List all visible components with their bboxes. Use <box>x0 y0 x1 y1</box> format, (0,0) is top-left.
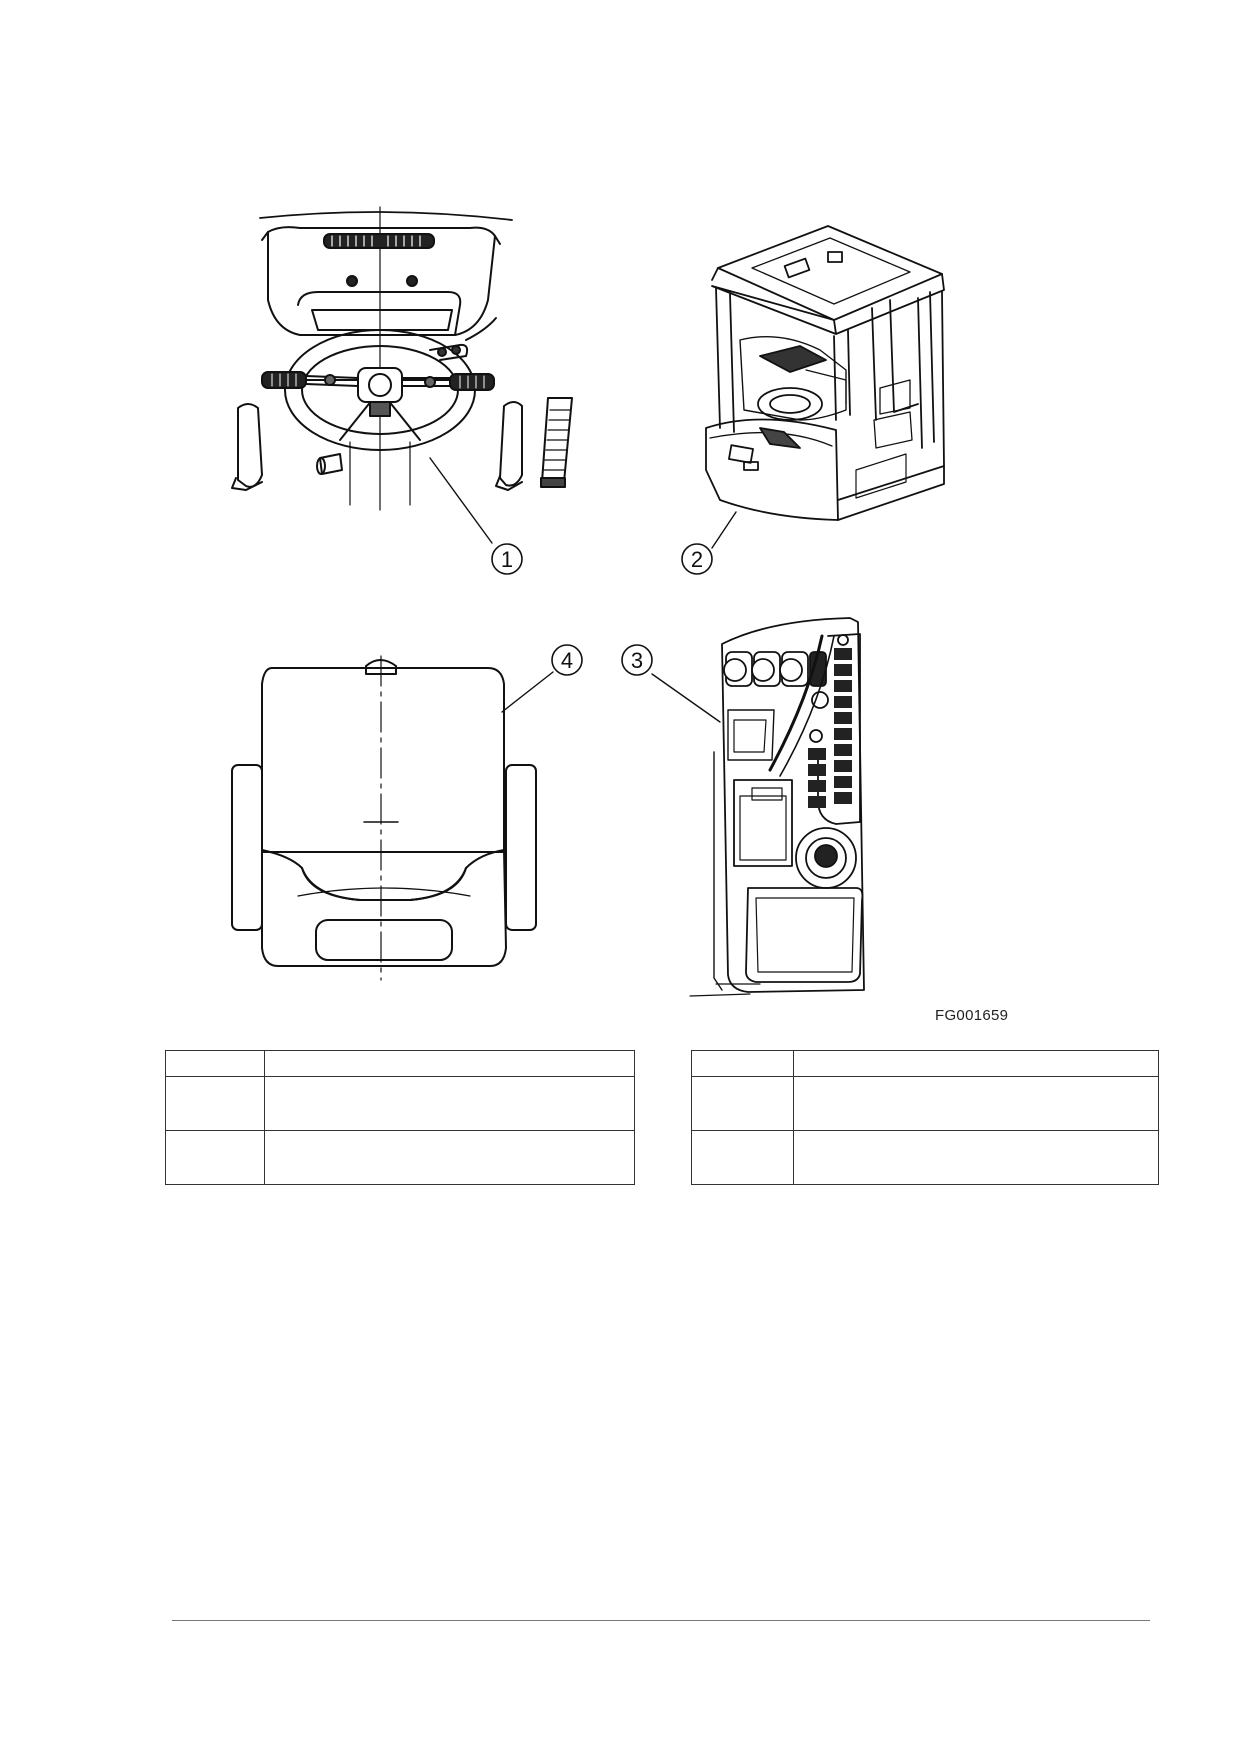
legend-cell <box>165 1050 265 1077</box>
legend-cell <box>691 1130 794 1185</box>
legend-table-left <box>165 1050 635 1185</box>
legend-row <box>691 1130 1159 1185</box>
figure-illustration: 1 2 3 4 <box>231 206 945 997</box>
callout-1: 1 <box>491 543 523 575</box>
legend-cell <box>264 1050 635 1077</box>
legend-cell <box>264 1130 635 1185</box>
callout-label: 4 <box>561 648 573 673</box>
seat-drawing <box>231 655 554 981</box>
legend-cell <box>165 1076 265 1131</box>
callout-label: 2 <box>691 547 703 572</box>
cab-drawing <box>705 225 945 549</box>
callout-4: 4 <box>551 644 583 676</box>
legend-row <box>165 1130 635 1185</box>
legend-cell <box>691 1076 794 1131</box>
legend-cell <box>264 1076 635 1131</box>
callout-label: 1 <box>501 547 513 572</box>
legend-header-row <box>691 1050 1159 1077</box>
steering-column-drawing <box>231 206 573 544</box>
callout-label: 3 <box>631 648 643 673</box>
callout-3: 3 <box>621 644 653 676</box>
legend-table-right <box>691 1050 1159 1185</box>
legend-row <box>691 1076 1159 1131</box>
footer-divider <box>172 1620 1150 1621</box>
legend-cell <box>691 1050 794 1077</box>
legend-cell <box>793 1130 1159 1185</box>
callout-2: 2 <box>681 543 713 575</box>
figure-code: FG001659 <box>935 1007 1009 1024</box>
legend-row <box>165 1076 635 1131</box>
legend-cell <box>165 1130 265 1185</box>
legend-header-row <box>165 1050 635 1077</box>
legend-cell <box>793 1076 1159 1131</box>
panel-drawing <box>651 617 865 997</box>
legend-cell <box>793 1050 1159 1077</box>
